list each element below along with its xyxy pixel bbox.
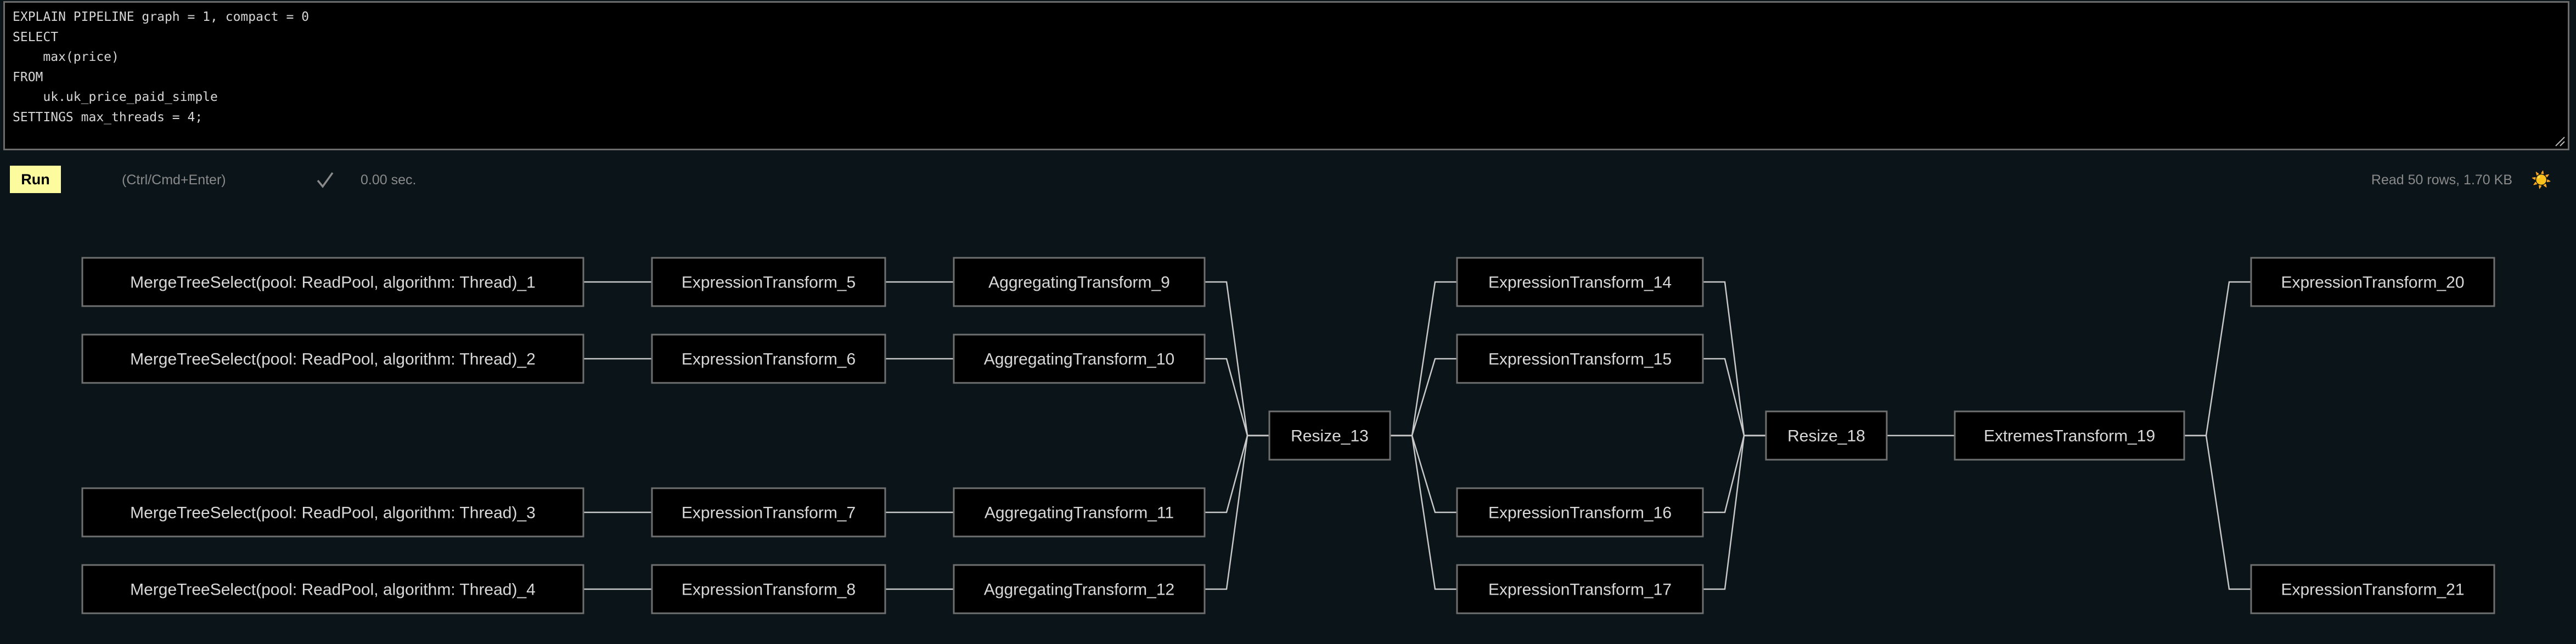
read-stats: Read 50 rows, 1.70 KB [2371, 172, 2512, 188]
graph-node-label: ExpressionTransform_15 [1488, 351, 1672, 369]
graph-node-label: ExpressionTransform_17 [1488, 581, 1672, 599]
graph-node-box [2250, 257, 2495, 307]
graph-edge [1703, 434, 1766, 590]
shortcut-hint: (Ctrl/Cmd+Enter) [122, 172, 226, 188]
graph-node-box [651, 334, 886, 384]
graph-node[interactable]: AggregatingTransform_9 [953, 257, 1206, 307]
graph-node-box [953, 487, 1206, 538]
graph-node[interactable]: MergeTreeSelect(pool: ReadPool, algorith… [81, 257, 584, 307]
graph-node[interactable]: ExpressionTransform_15 [1456, 334, 1704, 384]
graph-node-label: ExpressionTransform_14 [1488, 274, 1672, 292]
graph-node[interactable]: ExpressionTransform_21 [2250, 564, 2495, 614]
graph-node-label: ExtremesTransform_19 [1984, 427, 2155, 445]
graph-node-label: ExpressionTransform_5 [682, 274, 856, 292]
resize-grip-icon[interactable] [2551, 133, 2566, 147]
graph-node-box [1268, 410, 1391, 461]
graph-node[interactable]: AggregatingTransform_11 [953, 487, 1206, 538]
graph-node-box [953, 257, 1206, 307]
graph-edge [1390, 358, 1457, 437]
graph-node-box [651, 564, 886, 614]
sql-query-input[interactable] [12, 6, 2538, 145]
graph-node-label: Resize_13 [1291, 427, 1369, 445]
graph-edge [2184, 281, 2251, 437]
graph-node[interactable]: ExpressionTransform_5 [651, 257, 886, 307]
graph-node[interactable]: MergeTreeSelect(pool: ReadPool, algorith… [81, 564, 584, 614]
graph-node[interactable]: Resize_13 [1268, 410, 1391, 461]
graph-edge [1205, 434, 1269, 513]
graph-edge [1703, 358, 1766, 437]
elapsed-time: 0.00 sec. [361, 172, 417, 188]
graph-node[interactable]: ExtremesTransform_19 [1954, 410, 2185, 461]
graph-node[interactable]: MergeTreeSelect(pool: ReadPool, algorith… [81, 334, 584, 384]
check-icon [317, 172, 334, 188]
graph-node-label: AggregatingTransform_9 [988, 274, 1170, 292]
graph-node[interactable]: MergeTreeSelect(pool: ReadPool, algorith… [81, 487, 584, 538]
graph-node-label: ExpressionTransform_7 [682, 504, 856, 522]
graph-node-box [81, 257, 584, 307]
pipeline-graph: MergeTreeSelect(pool: ReadPool, algorith… [0, 204, 2576, 644]
run-button[interactable]: Run [10, 166, 61, 193]
graph-node-box [81, 487, 584, 538]
sql-editor-container[interactable] [3, 1, 2569, 150]
graph-node-label: ExpressionTransform_16 [1488, 504, 1672, 522]
graph-node-box [81, 564, 584, 614]
graph-node[interactable]: ExpressionTransform_20 [2250, 257, 2495, 307]
graph-node[interactable]: ExpressionTransform_6 [651, 334, 886, 384]
graph-edge [1703, 434, 1766, 513]
pipeline-graph-canvas: MergeTreeSelect(pool: ReadPool, algorith… [81, 257, 2495, 614]
graph-node[interactable]: Resize_18 [1765, 410, 1888, 461]
graph-node-label: AggregatingTransform_12 [984, 581, 1174, 599]
graph-node[interactable]: ExpressionTransform_17 [1456, 564, 1704, 614]
sun-icon[interactable]: ☀️ [2531, 171, 2552, 189]
graph-node-label: MergeTreeSelect(pool: ReadPool, algorith… [130, 504, 536, 522]
graph-node-label: ExpressionTransform_21 [2281, 581, 2464, 599]
graph-node-label: MergeTreeSelect(pool: ReadPool, algorith… [130, 274, 536, 292]
graph-node-box [1456, 487, 1704, 538]
graph-node-label: MergeTreeSelect(pool: ReadPool, algorith… [130, 581, 536, 599]
graph-node-label: Resize_18 [1787, 427, 1865, 445]
graph-node-box [1765, 410, 1888, 461]
graph-node[interactable]: ExpressionTransform_14 [1456, 257, 1704, 307]
graph-node-box [81, 334, 584, 384]
graph-edge [1205, 358, 1269, 437]
graph-node-label: ExpressionTransform_8 [682, 581, 856, 599]
graph-node-box [651, 487, 886, 538]
graph-node[interactable]: ExpressionTransform_8 [651, 564, 886, 614]
graph-edge [1205, 434, 1269, 590]
graph-node-box [2250, 564, 2495, 614]
query-toolbar: Run (Ctrl/Cmd+Enter) 0.00 sec. Read 50 r… [0, 158, 2576, 201]
graph-node-box [953, 334, 1206, 384]
graph-node-box [651, 257, 886, 307]
node-layer: MergeTreeSelect(pool: ReadPool, algorith… [81, 257, 2495, 614]
graph-node-box [1456, 564, 1704, 614]
graph-node-box [1456, 334, 1704, 384]
graph-node[interactable]: AggregatingTransform_12 [953, 564, 1206, 614]
graph-node[interactable]: ExpressionTransform_7 [651, 487, 886, 538]
graph-node[interactable]: ExpressionTransform_16 [1456, 487, 1704, 538]
graph-node-box [1456, 257, 1704, 307]
graph-node-label: AggregatingTransform_10 [984, 351, 1174, 369]
graph-node-label: AggregatingTransform_11 [985, 504, 1174, 522]
graph-node[interactable]: AggregatingTransform_10 [953, 334, 1206, 384]
graph-edge [1390, 434, 1457, 590]
edge-layer [583, 281, 2251, 590]
graph-node-label: ExpressionTransform_6 [682, 351, 856, 369]
graph-node-label: ExpressionTransform_20 [2281, 274, 2464, 292]
graph-node-label: MergeTreeSelect(pool: ReadPool, algorith… [130, 351, 536, 369]
graph-edge [1390, 434, 1457, 513]
graph-node-box [1954, 410, 2185, 461]
graph-edge [2184, 434, 2251, 590]
graph-node-box [953, 564, 1206, 614]
